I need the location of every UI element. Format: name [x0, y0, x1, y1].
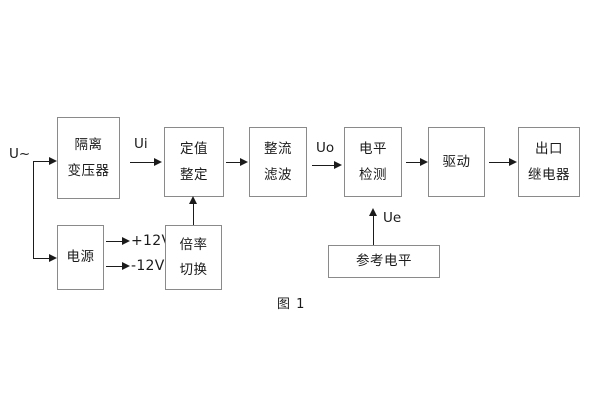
arrowhead-to-level-detection [334, 161, 342, 169]
block-label-line-1: 参考电平 [356, 253, 412, 270]
branch-line-to-transformer [33, 161, 50, 162]
arrowhead-rail-positive [122, 237, 130, 245]
branch-line-to-power-supply [33, 258, 50, 259]
arrowhead-rail-negative [122, 262, 130, 270]
block-label-line-2: 检测 [359, 166, 387, 183]
block-label-line-2: 滤波 [264, 166, 292, 183]
arrowhead-to-power-supply [49, 254, 57, 262]
block-power-supply[interactable]: 电源 [57, 225, 104, 290]
block-label-line-1: 驱动 [442, 153, 471, 170]
block-label-line-2: 切换 [179, 262, 208, 278]
arrowhead-to-level-detection-vertical [369, 208, 377, 216]
arrowhead-to-setting-value-vertical [189, 196, 197, 204]
block-reference-level[interactable]: 参考电平 [328, 245, 440, 278]
arrowhead-to-transformer [49, 157, 57, 165]
rail-label-positive-12v: +12V [131, 233, 172, 249]
line-multiplier-to-setting [193, 201, 194, 225]
block-driver[interactable]: 驱动 [428, 127, 485, 197]
signal-label-uo: Uo [316, 140, 335, 156]
line-rectifier-to-level-detection [312, 165, 336, 166]
arrowhead-to-output-relay [509, 158, 517, 166]
block-isolation-transformer[interactable]: 隔离 变压器 [57, 117, 120, 199]
line-transformer-to-setting [130, 162, 156, 163]
block-label-line-2: 继电器 [528, 166, 570, 183]
signal-label-ui: Ui [134, 136, 148, 152]
block-label-line-1: 定值 [180, 141, 208, 158]
input-bus-vertical-line [33, 161, 34, 258]
signal-label-ue: Ue [383, 210, 402, 226]
block-label-line-1: 电源 [66, 249, 95, 266]
line-driver-to-output-relay [489, 162, 511, 163]
line-level-detection-to-driver [406, 162, 422, 163]
block-label-line-2: 整定 [180, 166, 208, 183]
arrowhead-to-driver [420, 158, 428, 166]
arrowhead-to-setting-value [154, 158, 162, 166]
block-label-line-1: 出口 [535, 141, 563, 158]
line-rail-positive [106, 241, 124, 242]
block-setting-value[interactable]: 定值 整定 [164, 127, 224, 197]
block-label-line-1: 倍率 [179, 236, 208, 253]
block-output-relay[interactable]: 出口 继电器 [518, 127, 580, 197]
figure-caption: 图 1 [277, 297, 306, 312]
block-label-line-2: 变压器 [67, 162, 110, 179]
block-label-line-1: 隔离 [74, 137, 103, 154]
rail-label-negative-12v: -12V [131, 258, 165, 274]
line-rail-negative [106, 266, 124, 267]
block-label-line-1: 整流 [264, 141, 292, 158]
line-setting-to-rectifier [226, 162, 242, 163]
line-reference-to-level-detection [373, 213, 374, 245]
input-label-u-ac: U~ [9, 146, 31, 162]
block-level-detection[interactable]: 电平 检测 [344, 127, 402, 197]
block-multiplier-switch[interactable]: 倍率 切换 [165, 225, 222, 290]
arrowhead-to-rectifier [240, 158, 248, 166]
block-label-line-1: 电平 [359, 141, 387, 158]
block-rectifier-filter[interactable]: 整流 滤波 [249, 127, 307, 197]
